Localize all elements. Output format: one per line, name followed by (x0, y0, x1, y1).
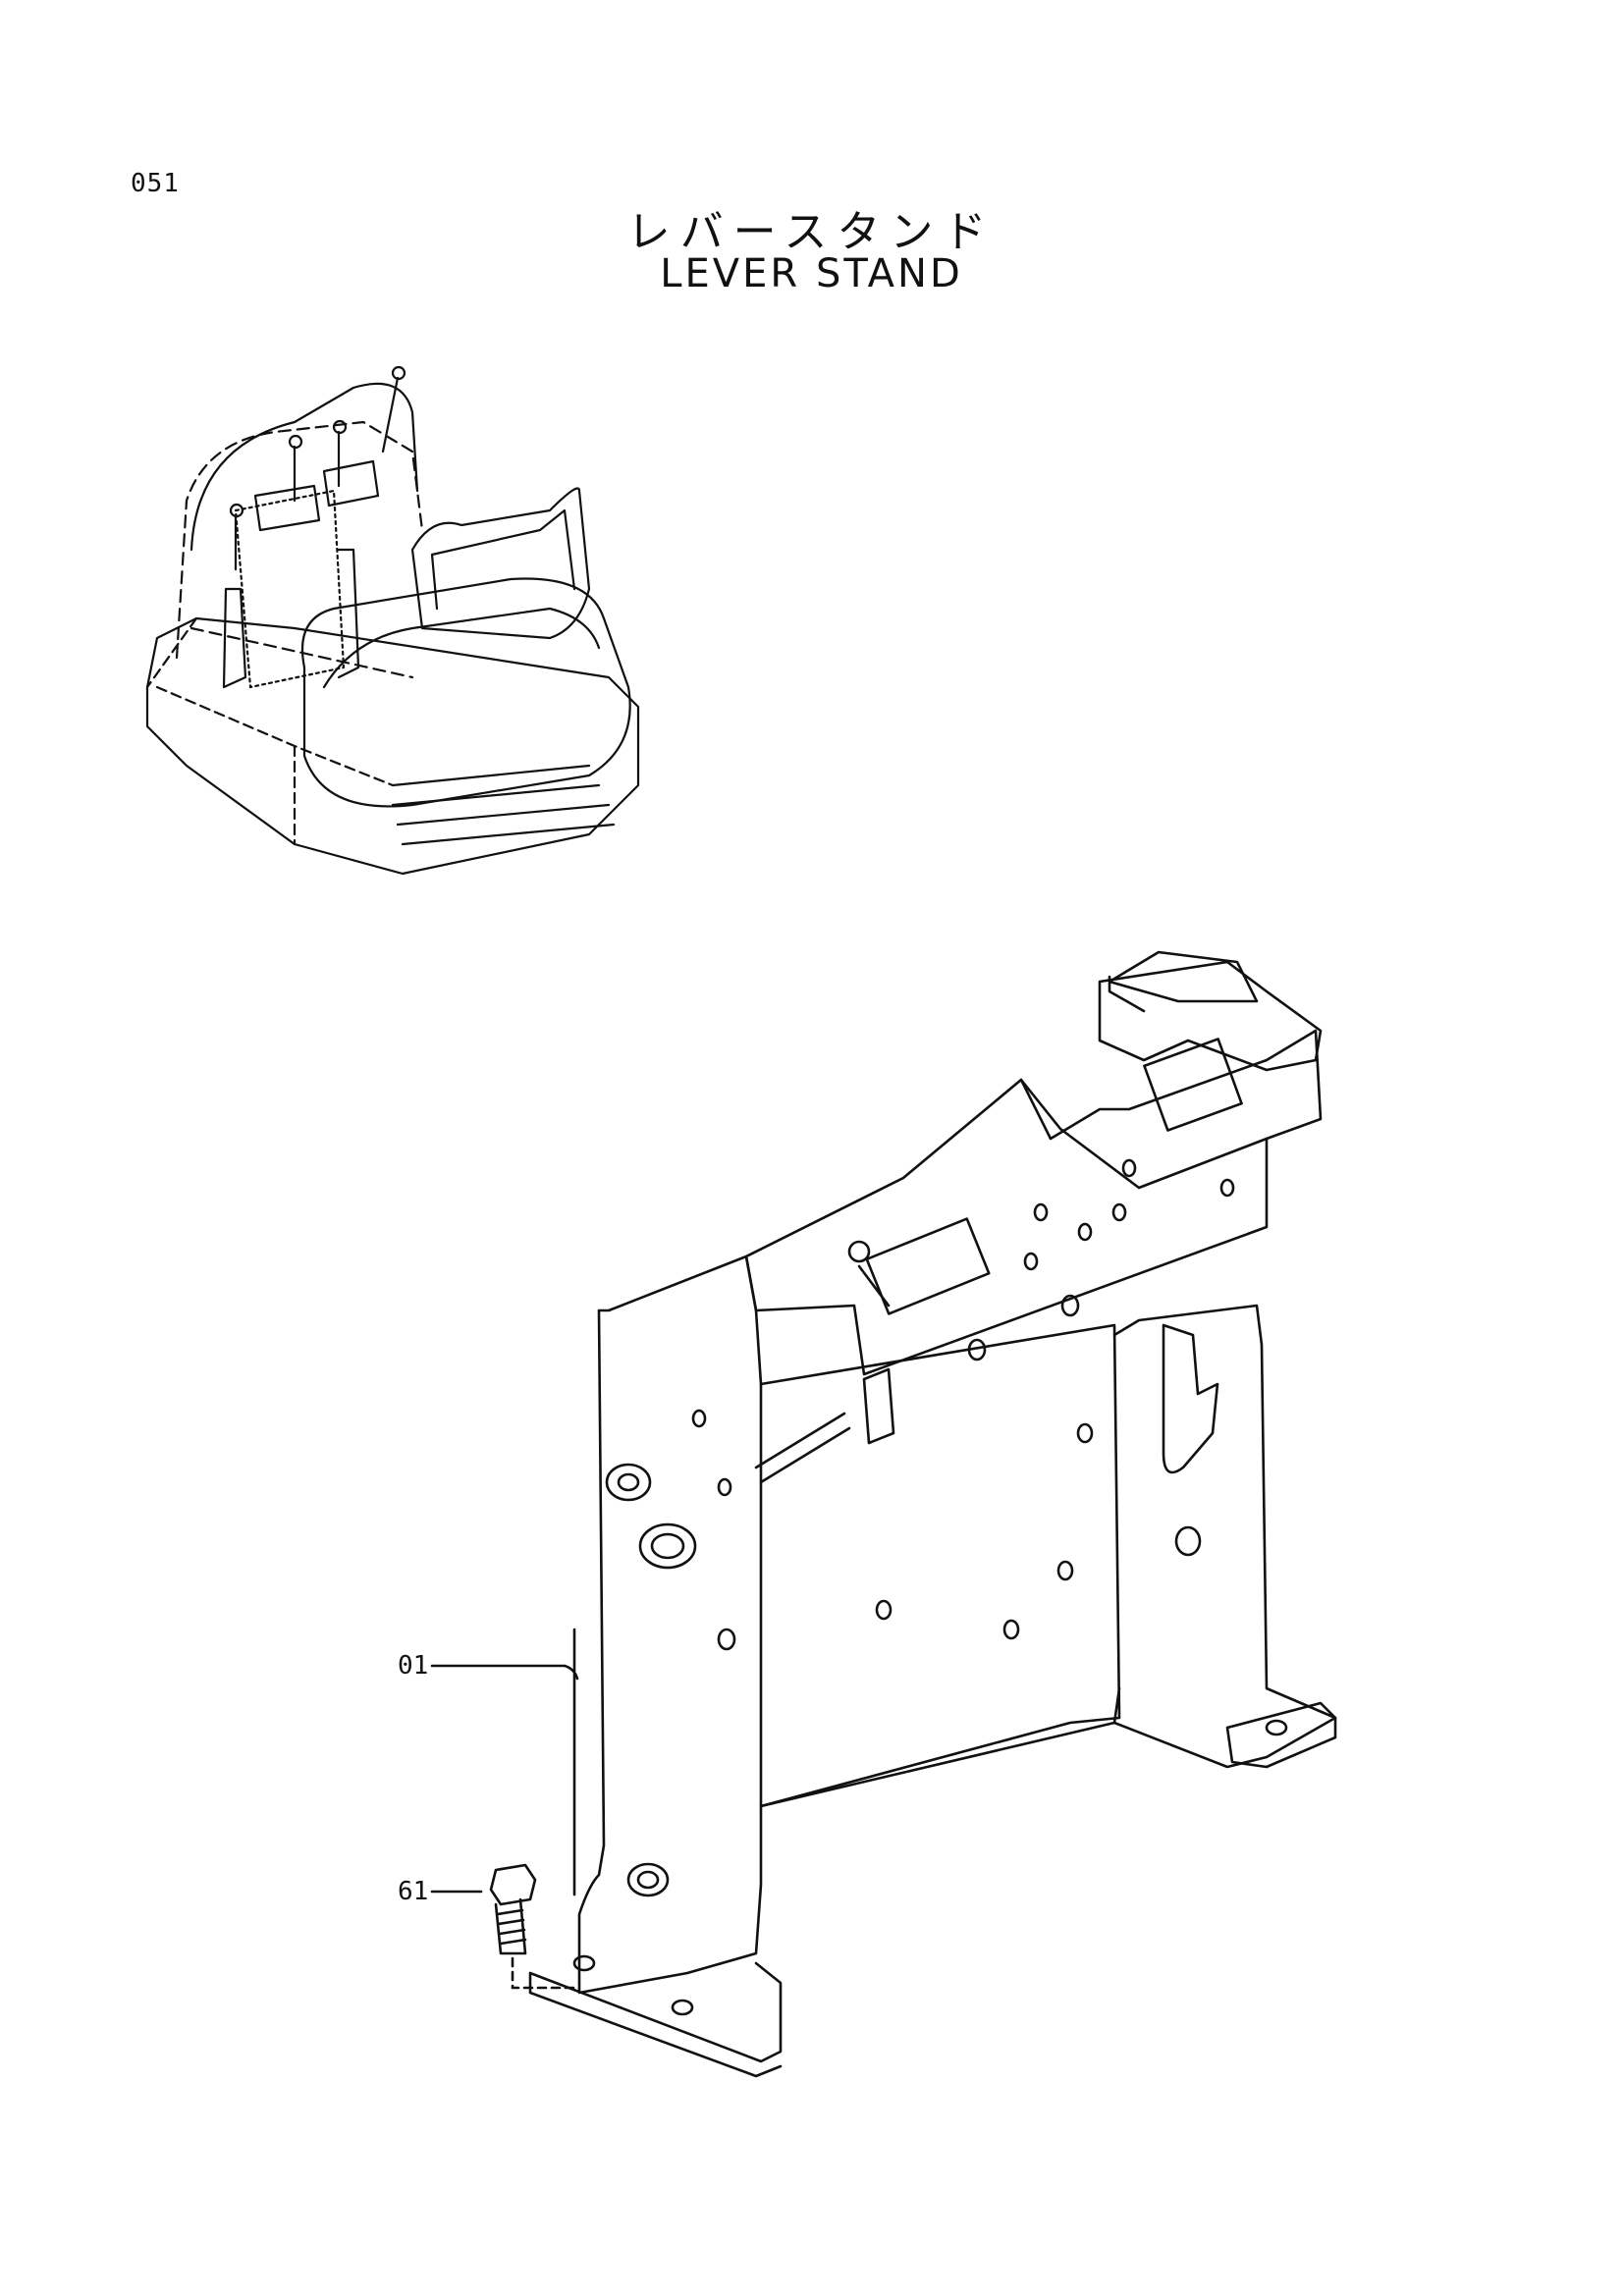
seat-back (410, 487, 591, 640)
boss-1-inner (617, 1472, 640, 1492)
boss-3-inner (636, 1870, 660, 1890)
upper-hinge-cover (1108, 950, 1259, 1013)
upper-hinge-block (1143, 1038, 1243, 1132)
callout-01-leader (430, 1664, 579, 1681)
bolt-61-dash (511, 1956, 581, 1990)
seat-base-dash (145, 616, 395, 846)
callout-61-label: 61 (398, 1877, 429, 1906)
seat-base-bands (391, 764, 616, 846)
seat-cushion (300, 577, 631, 808)
lever-4 (229, 503, 244, 571)
lever-2 (332, 419, 348, 488)
page-title-english: LEVER STAND (660, 251, 963, 296)
right-leg (1112, 1304, 1337, 1769)
boss-2 (638, 1522, 697, 1570)
right-leg-slot (1162, 1323, 1219, 1474)
front-web-bottom (759, 1686, 1121, 1808)
seat-back-inner (430, 508, 576, 611)
boss-2-inner (650, 1532, 685, 1560)
callout-01-label: 01 (398, 1651, 429, 1681)
page-number: 051 (131, 169, 180, 198)
left-foot-hole-2 (671, 1999, 694, 2016)
left-plate (577, 1255, 763, 1995)
mid-hinge-block (865, 1217, 991, 1315)
right-foot-hole (1265, 1719, 1288, 1736)
bolt-61-thread (496, 1908, 527, 1946)
boss-1 (605, 1463, 652, 1502)
lever-1 (288, 434, 303, 503)
overview-stand (234, 489, 346, 689)
left-foot (528, 1961, 783, 2078)
rear-rail (189, 382, 419, 552)
connecting-rod (754, 1412, 851, 1484)
right-foot (1225, 1701, 1337, 1769)
front-web (759, 1323, 1121, 1808)
left-foot-hole-1 (572, 1954, 596, 1972)
side-tab (862, 1367, 895, 1445)
plate-holes (691, 1158, 1235, 1651)
top-cross-flange (1019, 1029, 1323, 1141)
upper-hinge-housing (1098, 960, 1323, 1072)
overview-stand-leg (222, 548, 360, 689)
valve-blocks (253, 459, 380, 532)
boss-3 (626, 1862, 670, 1897)
bolt-61 (489, 1863, 537, 1955)
mid-hinge-pin (847, 1240, 891, 1308)
page-title-japanese: レバースタンド (626, 207, 997, 257)
lever-3 (381, 365, 406, 454)
